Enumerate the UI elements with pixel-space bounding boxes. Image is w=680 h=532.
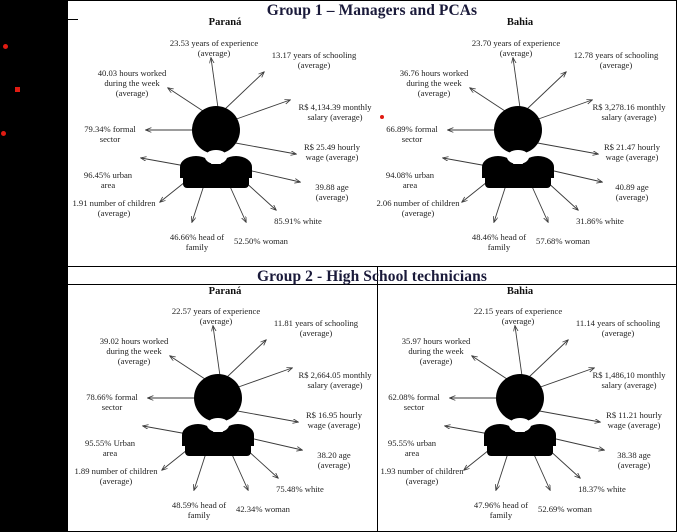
metric-experience-bahia-group1: 23.70 years of experience (average) bbox=[471, 38, 561, 59]
metric-head-of-family-bahia-group1: 48.46% head of family bbox=[471, 232, 527, 253]
divider-group2-columns bbox=[377, 266, 378, 532]
metric-age-parana-group1: 39.88 age (average) bbox=[315, 182, 349, 203]
metric-children-parana-group2: 1.89 number of children (average) bbox=[74, 466, 158, 487]
diagram-parana-group1: 23.53 years of experience (average) 13.1… bbox=[68, 30, 377, 266]
region-label-bahia-group2: Bahia bbox=[506, 286, 534, 297]
group-2-title: Group 2 - High School technicians bbox=[257, 268, 487, 285]
metric-schooling-parana-group2: 11.81 years of schooling (average) bbox=[273, 318, 359, 339]
region-label-bahia-group1: Bahia bbox=[506, 17, 534, 28]
metric-schooling-bahia-group1: 12.78 years of schooling (average) bbox=[573, 50, 659, 71]
divider-group2-title-bottom bbox=[68, 284, 676, 285]
metric-urban-area-bahia-group1: 94.08% urban area bbox=[385, 170, 435, 191]
metric-experience-parana-group2: 22.57 years of experience (average) bbox=[171, 306, 261, 327]
region-label-parana-group2: Paraná bbox=[208, 286, 242, 297]
group-1-title: Group 1 – Managers and PCAs bbox=[266, 2, 478, 19]
metric-woman-parana-group2: 42.34% woman bbox=[236, 504, 290, 514]
metric-hours-worked-parana-group2: 39.02 hours worked during the week (aver… bbox=[99, 336, 169, 367]
metric-hourly-wage-parana-group1: R$ 25.49 hourly wage (average) bbox=[303, 142, 361, 163]
frame-right-line bbox=[676, 0, 677, 532]
metric-formal-sector-bahia-group2: 62.08% formal sector bbox=[388, 392, 440, 413]
metric-formal-sector-bahia-group1: 66.89% formal sector bbox=[386, 124, 438, 145]
divider-group1-bottom bbox=[68, 266, 676, 267]
metric-woman-bahia-group1: 57.68% woman bbox=[536, 236, 590, 246]
metric-children-bahia-group1: 2.06 number of children (average) bbox=[376, 198, 460, 219]
metric-children-parana-group1: 1.91 number of children (average) bbox=[72, 198, 156, 219]
region-label-parana-group1: Paraná bbox=[208, 17, 242, 28]
red-marker-1 bbox=[3, 44, 8, 49]
metric-urban-area-parana-group1: 96.45% urban area bbox=[83, 170, 133, 191]
metric-white-parana-group1: 85.91% white bbox=[274, 216, 322, 226]
metric-age-parana-group2: 38.20 age (average) bbox=[317, 450, 351, 471]
metric-urban-area-bahia-group2: 95.55% urban area bbox=[387, 438, 437, 459]
metric-schooling-parana-group1: 13.17 years of schooling (average) bbox=[271, 50, 357, 71]
metric-white-bahia-group1: 31.86% white bbox=[576, 216, 624, 226]
metric-schooling-bahia-group2: 11.14 years of schooling (average) bbox=[575, 318, 661, 339]
metric-urban-area-parana-group2: 95.55% Urban area bbox=[84, 438, 136, 459]
metric-woman-parana-group1: 52.50% woman bbox=[234, 236, 288, 246]
metric-hourly-wage-parana-group2: R$ 16.95 hourly wage (average) bbox=[305, 410, 363, 431]
metric-hours-worked-bahia-group1: 36.76 hours worked during the week (aver… bbox=[399, 68, 469, 99]
ray-lines-parana-group1 bbox=[68, 30, 377, 266]
metric-white-parana-group2: 75.48% white bbox=[276, 484, 324, 494]
metric-hourly-wage-bahia-group2: R$ 11.21 hourly wage (average) bbox=[606, 410, 662, 431]
metric-experience-bahia-group2: 22.15 years of experience (average) bbox=[473, 306, 563, 327]
frame-top-right bbox=[68, 0, 676, 1]
left-black-margin bbox=[0, 0, 68, 532]
metric-hours-worked-parana-group1: 40.03 hours worked during the week (aver… bbox=[97, 68, 167, 99]
diagram-bahia-group2: 22.15 years of experience (average) 11.1… bbox=[378, 298, 676, 532]
red-marker-2 bbox=[15, 87, 20, 92]
metric-woman-bahia-group2: 52.69% woman bbox=[538, 504, 592, 514]
metric-monthly-salary-bahia-group2: R$ 1,486,10 monthly salary (average) bbox=[592, 370, 666, 391]
metric-monthly-salary-parana-group1: R$ 4,134.39 monthly salary (average) bbox=[298, 102, 372, 123]
frame-top-line bbox=[68, 19, 78, 20]
metric-hours-worked-bahia-group2: 35.97 hours worked during the week (aver… bbox=[401, 336, 471, 367]
metric-experience-parana-group1: 23.53 years of experience (average) bbox=[169, 38, 259, 59]
diagram-parana-group2: 22.57 years of experience (average) 11.8… bbox=[68, 298, 377, 532]
metric-head-of-family-parana-group1: 46.66% head of family bbox=[169, 232, 225, 253]
metric-hourly-wage-bahia-group1: R$ 21.47 hourly wage (average) bbox=[603, 142, 661, 163]
red-marker-3 bbox=[1, 131, 6, 136]
metric-monthly-salary-parana-group2: R$ 2,664.05 monthly salary (average) bbox=[298, 370, 372, 391]
metric-formal-sector-parana-group1: 79.34% formal sector bbox=[84, 124, 136, 145]
metric-children-bahia-group2: 1.93 number of children (average) bbox=[380, 466, 464, 487]
metric-head-of-family-bahia-group2: 47.96% head of family bbox=[473, 500, 529, 521]
metric-formal-sector-parana-group2: 78.66% formal sector bbox=[86, 392, 138, 413]
metric-monthly-salary-bahia-group1: R$ 3,278.16 monthly salary (average) bbox=[592, 102, 666, 123]
metric-age-bahia-group1: 40.89 age (average) bbox=[615, 182, 649, 203]
red-marker-4 bbox=[380, 115, 384, 119]
diagram-bahia-group1: 23.70 years of experience (average) 12.7… bbox=[372, 30, 676, 266]
metric-age-bahia-group2: 38.38 age (average) bbox=[617, 450, 651, 471]
metric-head-of-family-parana-group2: 48.59% head of family bbox=[171, 500, 227, 521]
metric-white-bahia-group2: 18.37% white bbox=[578, 484, 626, 494]
